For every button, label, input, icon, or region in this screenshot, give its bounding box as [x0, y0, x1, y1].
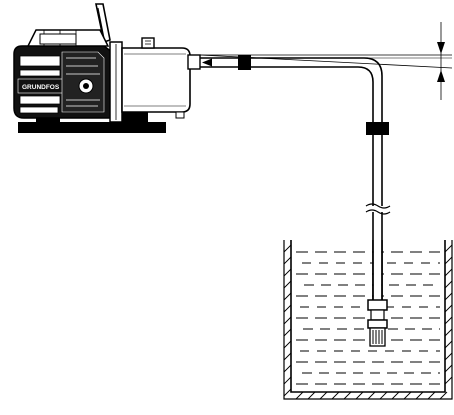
tank-wall-hatching — [283, 244, 453, 400]
flow-direction-arrow-icon — [202, 58, 212, 67]
priming-plug — [141, 37, 155, 49]
pump-inlet-neck — [187, 54, 201, 70]
pump-brand-logo: GRUNDFOS — [22, 84, 60, 91]
water-tank — [283, 240, 453, 400]
pipe-break-symbol — [365, 203, 391, 215]
water-level-lines — [296, 251, 440, 385]
dimension-arrow-up-icon — [437, 70, 445, 82]
pump-base-plate — [18, 122, 166, 133]
suction-pipe-horizontal — [200, 57, 383, 83]
pump-motor: GRUNDFOS — [13, 29, 113, 119]
slope-dimension-mark — [199, 22, 453, 100]
dimension-arrow-down-icon — [437, 42, 445, 54]
pipe-coupling-vertical — [366, 122, 389, 135]
pump-housing — [121, 37, 201, 119]
pipe-coupling-horizontal — [238, 55, 251, 70]
foot-valve-strainer — [367, 299, 388, 347]
pump: GRUNDFOS — [13, 3, 201, 133]
